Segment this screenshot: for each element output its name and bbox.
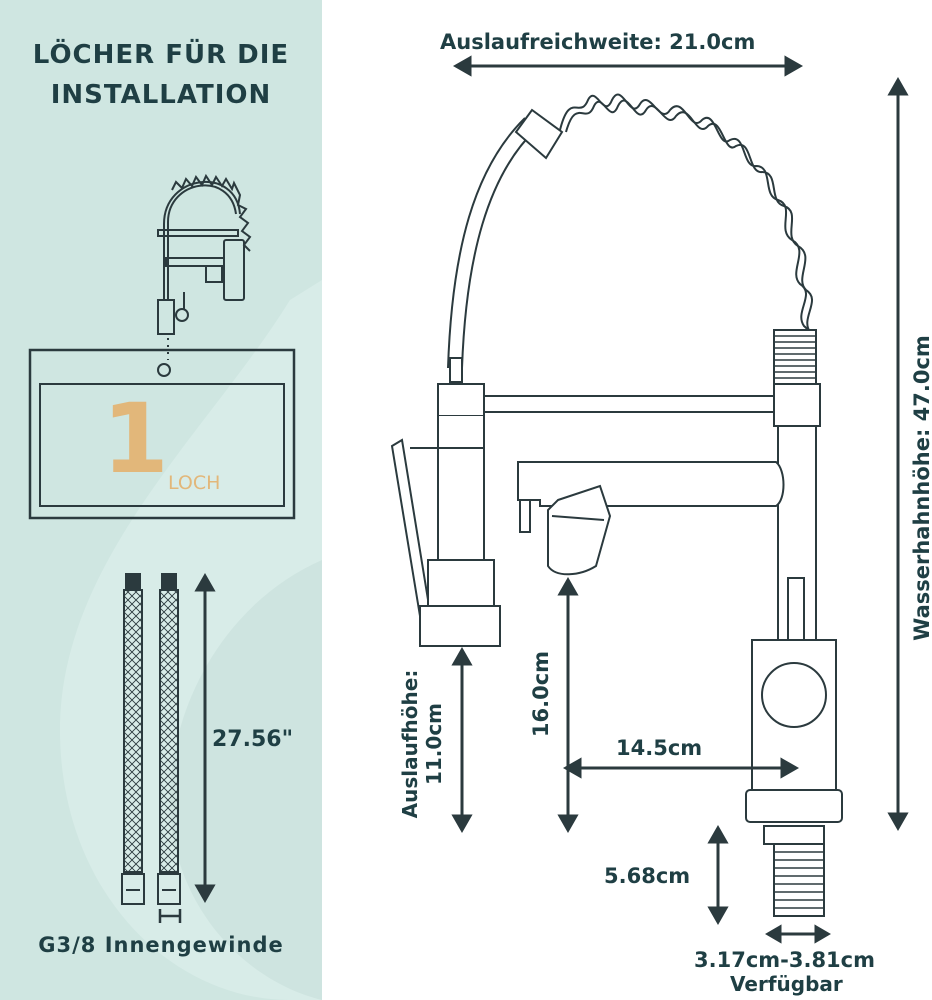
hole-unit: LOCH bbox=[168, 472, 221, 494]
total-height-label: Wasserhahnhöhe: 47.0cm bbox=[910, 335, 932, 641]
installation-panel: LÖCHER FÜR DIE INSTALLATION 1 LOCH bbox=[0, 0, 322, 1000]
faucet-dimension-drawing: Auslaufreichweite: 21.0cm Wasserhahnhöhe… bbox=[322, 0, 932, 1000]
panel-title-line2: INSTALLATION bbox=[50, 80, 272, 110]
reach-label: Auslaufreichweite: 21.0cm bbox=[440, 30, 756, 54]
small-faucet-icon bbox=[157, 173, 252, 360]
thread-label: G3/8 Innengewinde bbox=[38, 933, 284, 957]
faucet-drawing bbox=[390, 55, 909, 944]
hose-length-label: 27.56" bbox=[212, 727, 294, 752]
hole-count: 1 bbox=[102, 383, 169, 495]
base-reach-label: 14.5cm bbox=[616, 736, 703, 760]
hole-diameter-label: 3.17cm-3.81cm bbox=[694, 948, 876, 972]
mounting-hole-icon bbox=[157, 363, 171, 377]
dimension-arrows bbox=[451, 55, 909, 944]
hole-note-label: Verfügbar bbox=[730, 972, 843, 996]
spout-height-value: 11.0cm bbox=[422, 702, 446, 786]
connection-hoses bbox=[121, 572, 216, 923]
shank-length-label: 5.68cm bbox=[604, 864, 691, 888]
spout-height-label: Auslaufhöhe: bbox=[398, 669, 422, 819]
sprayer-height-label: 16.0cm bbox=[529, 650, 553, 738]
sink-outline bbox=[28, 348, 296, 520]
panel-title-line1: LÖCHER FÜR DIE bbox=[32, 40, 290, 70]
